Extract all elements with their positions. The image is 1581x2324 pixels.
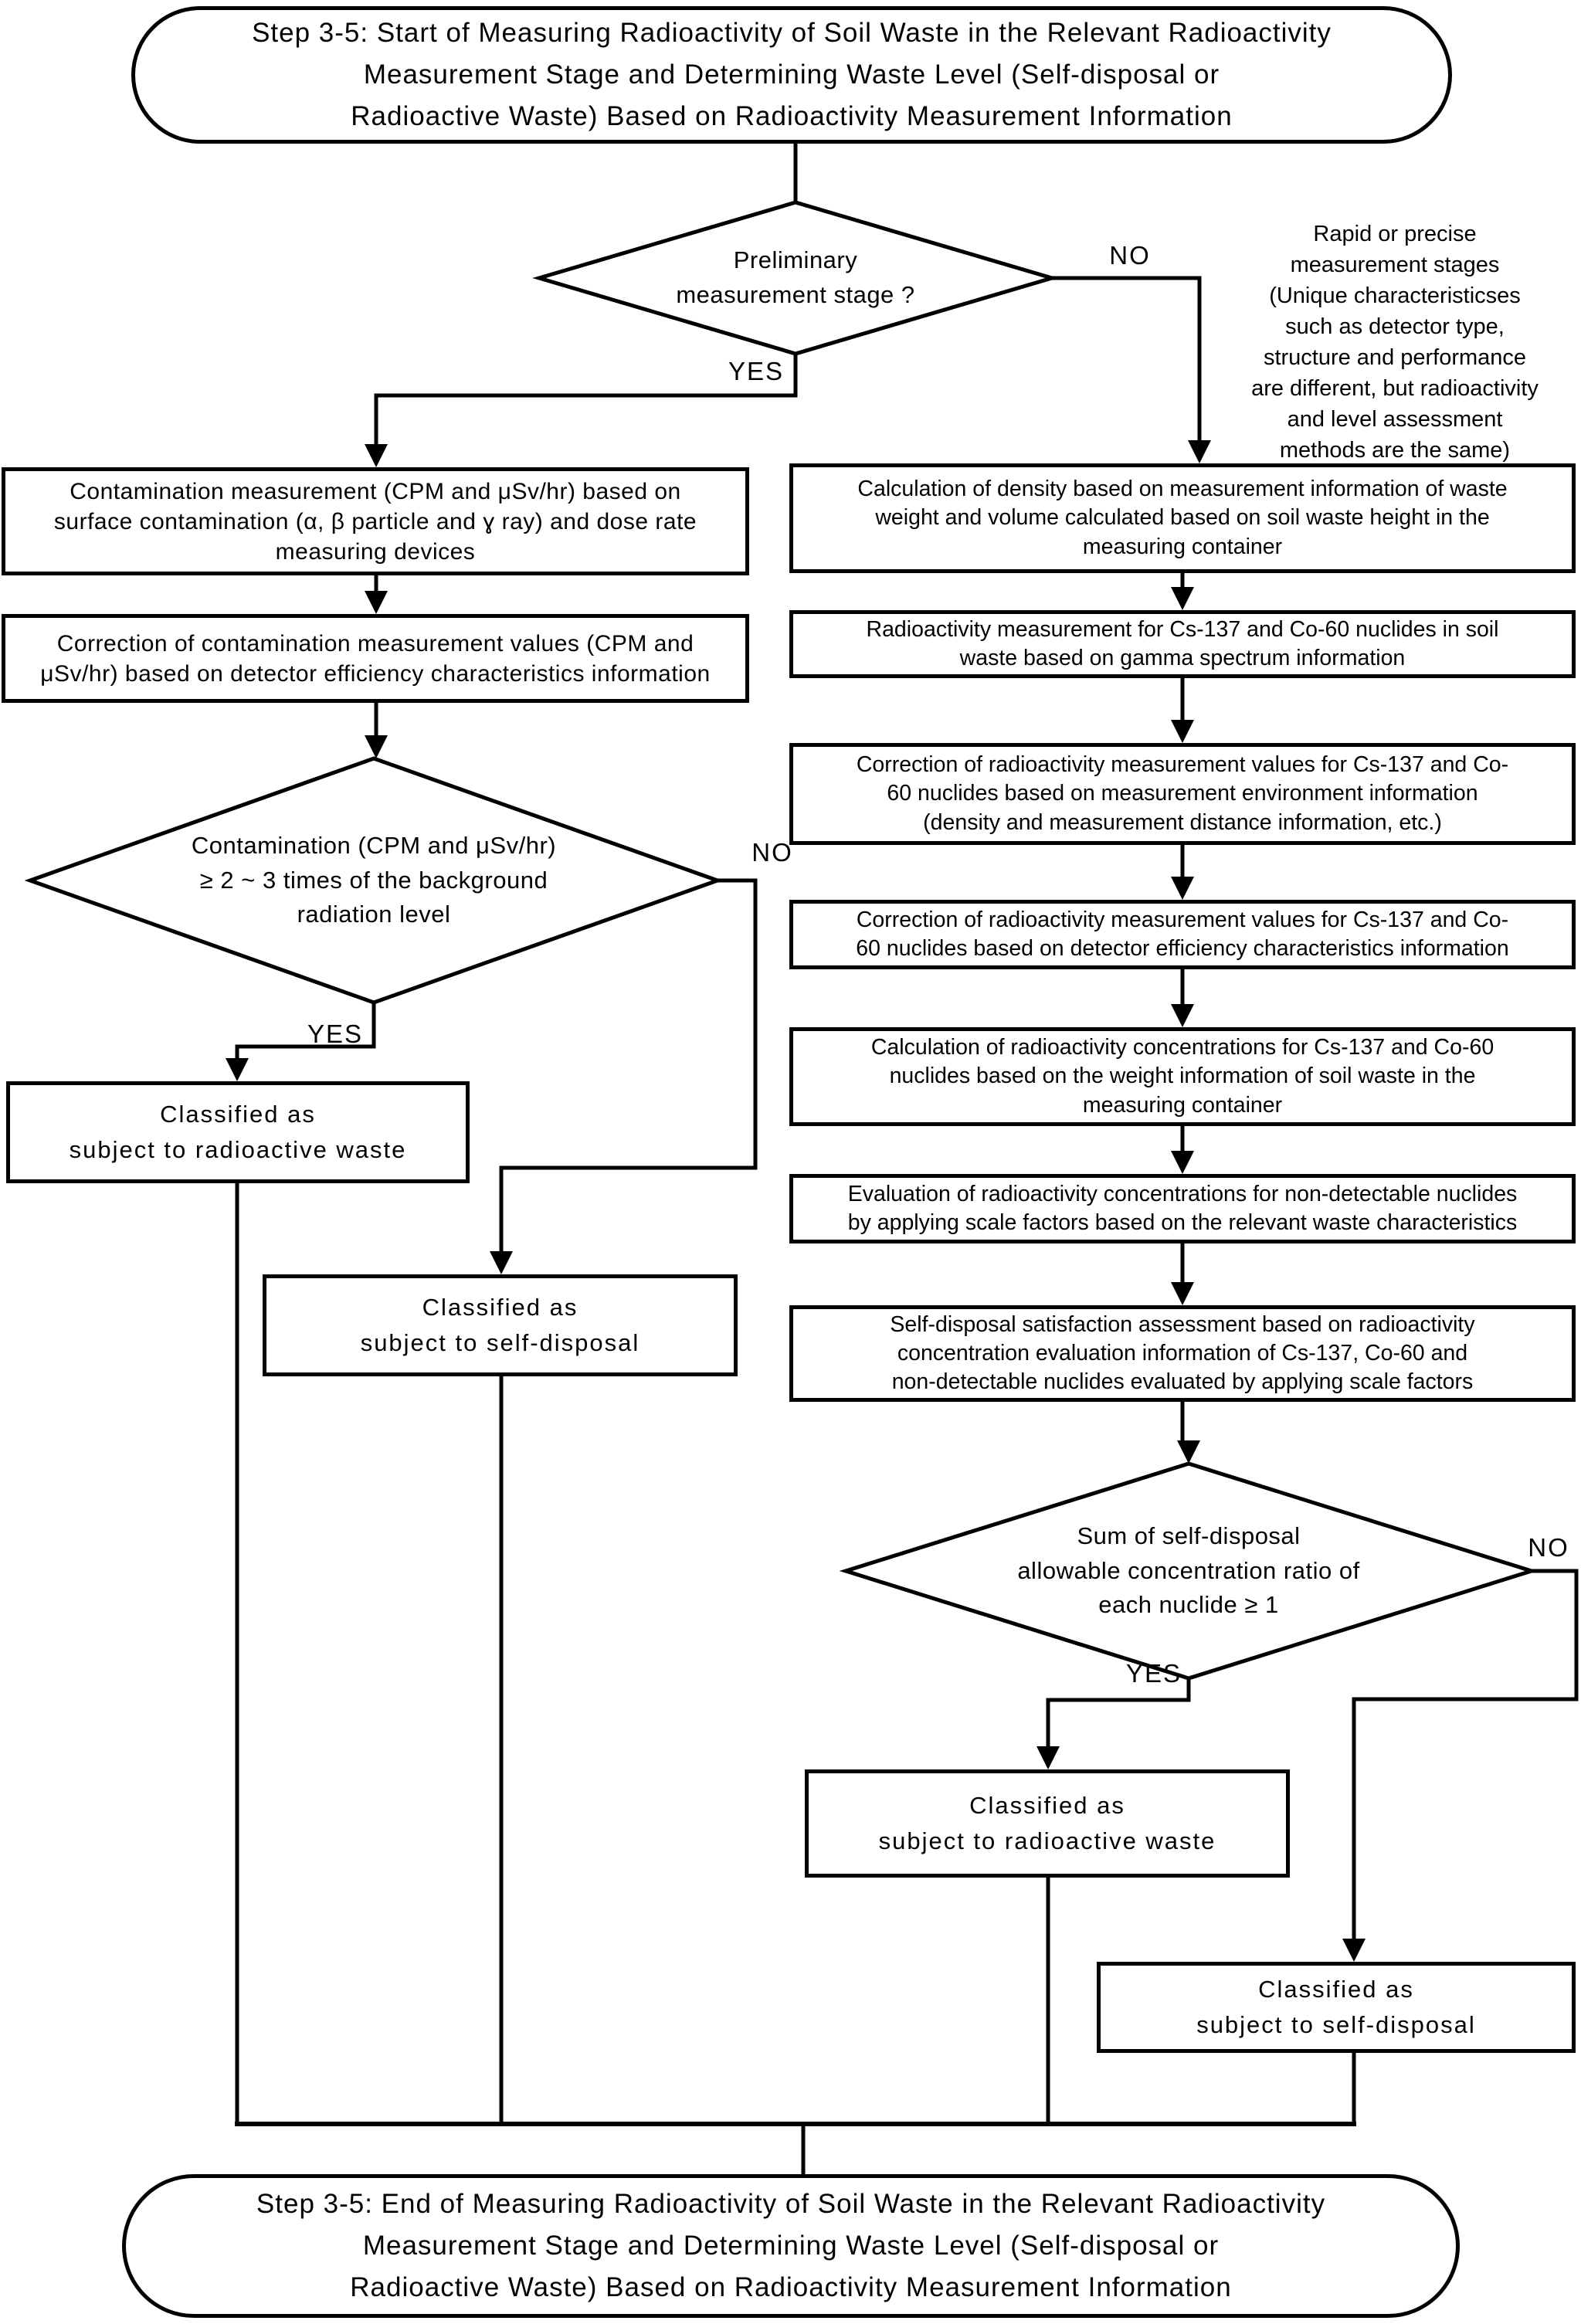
arrowhead-into-leftbox1 — [365, 444, 388, 467]
left-classified-self-disposal: Classified as subject to self-disposal — [263, 1274, 738, 1376]
decision-sumratio-label: Sum of self-disposal allowable concentra… — [1017, 1522, 1360, 1619]
arrowhead-into-rightbox2 — [1171, 587, 1194, 610]
arrowhead-into-contamination — [365, 735, 388, 758]
arrowhead-into-rightbox1 — [1188, 440, 1211, 463]
connector-yes-contamination — [235, 1003, 376, 1060]
rapid-precise-annotation: Rapid or precise measurement stages (Uni… — [1251, 222, 1539, 463]
decision-contamination-label: Contamination (CPM and μSv/hr) ≥ 2 ~ 3 t… — [191, 831, 557, 928]
arrowhead-into-rightselfdisposal — [1342, 1939, 1366, 1962]
arrowhead-into-leftbox2 — [365, 591, 388, 614]
label-no-sumratio: NO — [1528, 1533, 1569, 1562]
process-concentration-calculation: Calculation of radioactivity concentrati… — [789, 1027, 1576, 1126]
arrowhead-into-rightbox6 — [1171, 1151, 1194, 1174]
process-radioactivity-measurement: Radioactivity measurement for Cs-137 and… — [789, 610, 1576, 678]
label-yes-contamination: YES — [307, 1020, 363, 1048]
arrowhead-into-rightbox3 — [1171, 720, 1194, 743]
right-classified-self-disposal: Classified as subject to self-disposal — [1097, 1962, 1576, 2053]
connector-no-sumratio — [1352, 1569, 1579, 1941]
left-classified-radioactive-waste: Classified as subject to radioactive was… — [6, 1081, 470, 1183]
terminal-start: Step 3-5: Start of Measuring Radioactivi… — [131, 6, 1452, 144]
process-contamination-correction: Correction of contamination measurement … — [2, 614, 749, 703]
decision-contamination-diamond — [24, 756, 724, 1005]
label-yes-sumratio: YES — [1125, 1659, 1182, 1688]
arrowhead-into-sumratio — [1177, 1440, 1200, 1464]
connector-no-preliminary — [1052, 276, 1202, 443]
label-no-contamination: NO — [751, 838, 793, 867]
connector-yes-sumratio — [1046, 1678, 1191, 1749]
process-contamination-measurement: Contamination measurement (CPM and μSv/h… — [2, 467, 749, 575]
connector-yes-preliminary — [374, 354, 798, 446]
decision-preliminary-diamond — [532, 200, 1059, 356]
arrowhead-into-rightbox5 — [1171, 1004, 1194, 1027]
arrowhead-into-rightbox7 — [1171, 1282, 1194, 1305]
process-correction-environment: Correction of radioactivity measurement … — [789, 743, 1576, 845]
label-no-preliminary: NO — [1109, 241, 1151, 270]
process-scale-factor-evaluation: Evaluation of radioactivity concentratio… — [789, 1174, 1576, 1243]
arrowhead-into-rightradioactive — [1036, 1746, 1060, 1769]
arrowhead-into-leftradioactive — [226, 1058, 249, 1081]
process-density-calculation: Calculation of density based on measurem… — [789, 463, 1576, 573]
terminal-end: Step 3-5: End of Measuring Radioactivity… — [122, 2174, 1460, 2318]
connector-no-contamination — [499, 878, 758, 1254]
decision-preliminary-label: Preliminary measurement stage ? — [676, 246, 915, 308]
process-correction-detector-efficiency: Correction of radioactivity measurement … — [789, 900, 1576, 969]
label-yes-preliminary: YES — [728, 357, 784, 385]
right-classified-radioactive-waste: Classified as subject to radioactive was… — [805, 1769, 1290, 1878]
process-selfdisposal-assessment: Self-disposal satisfaction assessment ba… — [789, 1305, 1576, 1402]
decision-sumratio-diamond — [839, 1461, 1539, 1681]
arrowhead-into-rightbox4 — [1171, 877, 1194, 900]
arrowhead-into-leftselfdisposal — [490, 1251, 513, 1274]
